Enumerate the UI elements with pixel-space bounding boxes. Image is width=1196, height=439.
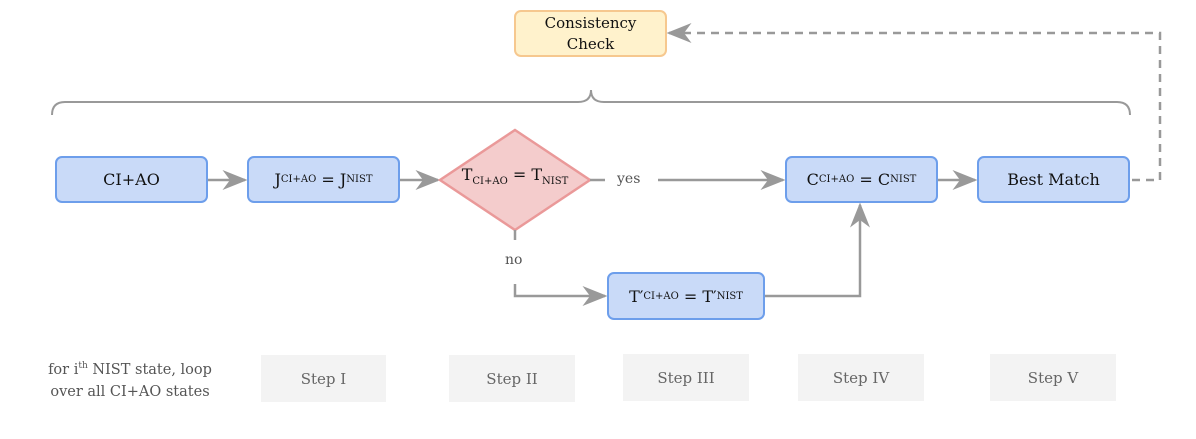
j-rhs-sub: NIST [346,174,373,185]
t-prime-box: T′CI+AO = T′NIST [607,272,765,320]
j-eq: = [316,170,340,189]
step-1: Step I [261,355,386,402]
step-5: Step V [990,354,1116,401]
check-line1: Consistency [544,13,637,32]
t-eq: = [507,165,532,184]
ci-ao-label: CI+AO [103,170,160,189]
j-lhs: J [274,170,281,189]
consistency-check-box: Consistency Check [514,10,667,57]
dashed-arrow-to-check [666,23,1162,182]
best-match-label: Best Match [1007,170,1100,189]
t-lhs: T [461,165,473,184]
note-line2: over all CI+AO states [50,383,210,400]
loop-note: for ith NIST state, loop over all CI+AO … [20,355,240,403]
yes-label: yes [617,171,641,187]
j-rhs: J [339,170,347,189]
t-decision-label: TCI+AO = TNIST [440,165,590,187]
c-lhs: C [806,170,819,189]
brace [51,89,1131,116]
tp-lhs-sub: CI+AO [643,290,679,302]
t-rhs: T [531,165,543,184]
best-match-box: Best Match [977,156,1130,203]
note-pre: for i [48,361,79,378]
j-lhs-sub: CI+AO [280,174,317,185]
step-2: Step II [449,355,575,402]
c-rhs: C [877,170,891,189]
step-3: Step III [623,354,749,401]
c-rhs-sub: NIST [890,174,917,185]
tp-eq: = [678,286,703,306]
ci-ao-box: CI+AO [55,156,208,203]
t-rhs-sub: NIST [542,176,569,187]
tp-lhs: T′ [629,286,644,306]
step-4: Step IV [798,354,924,401]
note-post: NIST state, loop [87,361,212,378]
tp-rhs-sub: NIST [716,290,743,302]
arrow-tprime-to-c [765,202,870,298]
note-sup: th [78,361,88,371]
tp-rhs: T′ [702,286,717,306]
no-label: no [505,252,523,268]
c-eq: = [854,170,878,189]
c-lhs-sub: CI+AO [818,174,855,185]
check-line2: Check [566,34,615,53]
t-lhs-sub: CI+AO [472,176,508,187]
arrow-no-to-tprime [513,284,608,306]
